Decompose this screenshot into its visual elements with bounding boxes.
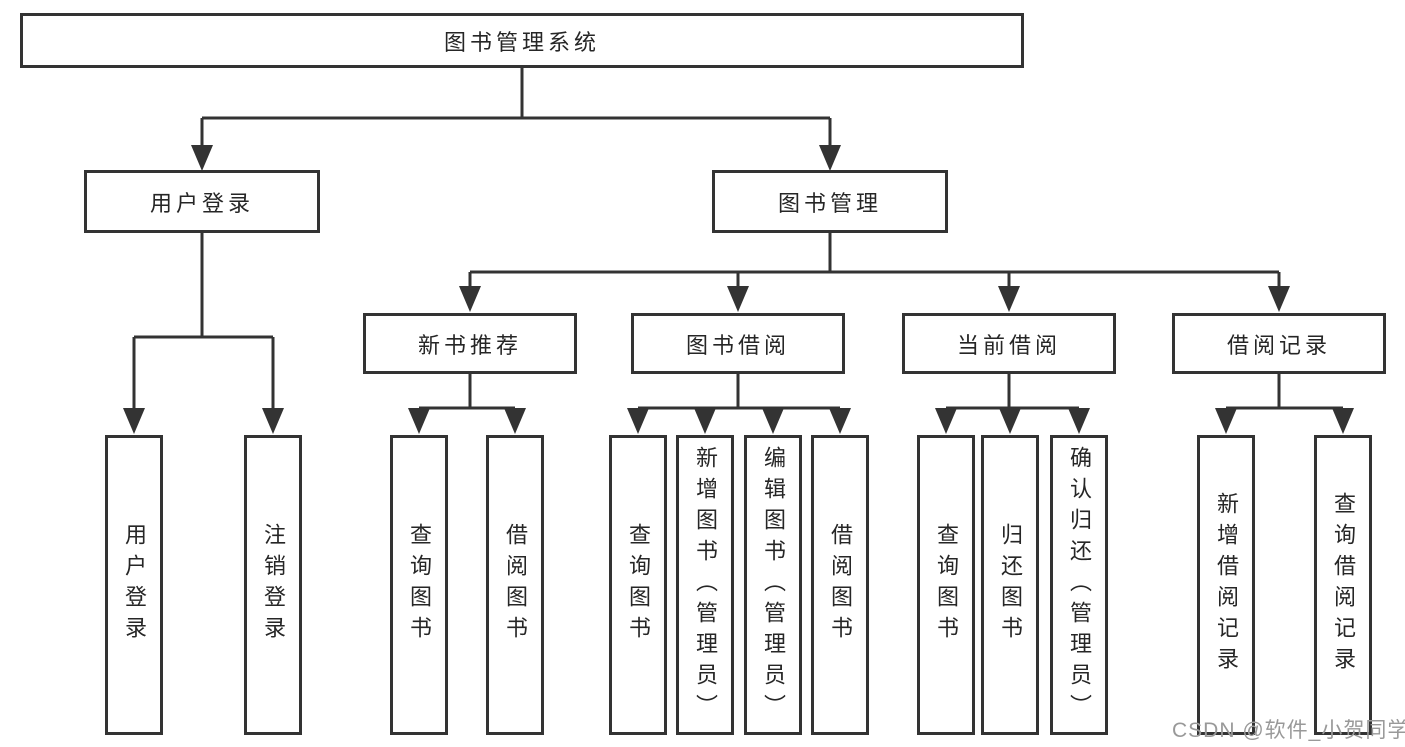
- leaf-edit-book-admin: 编辑图书（管理员）: [744, 435, 802, 735]
- node-book-management: 图书管理: [712, 170, 948, 233]
- node-current-borrow: 当前借阅: [902, 313, 1116, 374]
- leaf-borrow-books-recommend: 借阅图书: [486, 435, 544, 735]
- leaf-return-book: 归还图书: [981, 435, 1039, 735]
- node-book-borrow: 图书借阅: [631, 313, 845, 374]
- leaf-borrow-books: 借阅图书: [811, 435, 869, 735]
- node-library-system: 图书管理系统: [20, 13, 1024, 68]
- watermark: CSDN @软件_小贺同学: [1172, 719, 1405, 742]
- node-new-book-recommend: 新书推荐: [363, 313, 577, 374]
- leaf-query-borrow-record: 查询借阅记录: [1314, 435, 1372, 735]
- leaf-query-books-borrow: 查询图书: [609, 435, 667, 735]
- leaf-user-login: 用户登录: [105, 435, 163, 735]
- node-borrow-records: 借阅记录: [1172, 313, 1386, 374]
- node-user-login: 用户登录: [84, 170, 320, 233]
- leaf-confirm-return-admin: 确认归还（管理员）: [1050, 435, 1108, 735]
- leaf-query-books-current: 查询图书: [917, 435, 975, 735]
- leaf-add-borrow-record: 新增借阅记录: [1197, 435, 1255, 735]
- leaf-query-books-recommend: 查询图书: [390, 435, 448, 735]
- leaf-add-book-admin: 新增图书（管理员）: [676, 435, 734, 735]
- leaf-logout: 注销登录: [244, 435, 302, 735]
